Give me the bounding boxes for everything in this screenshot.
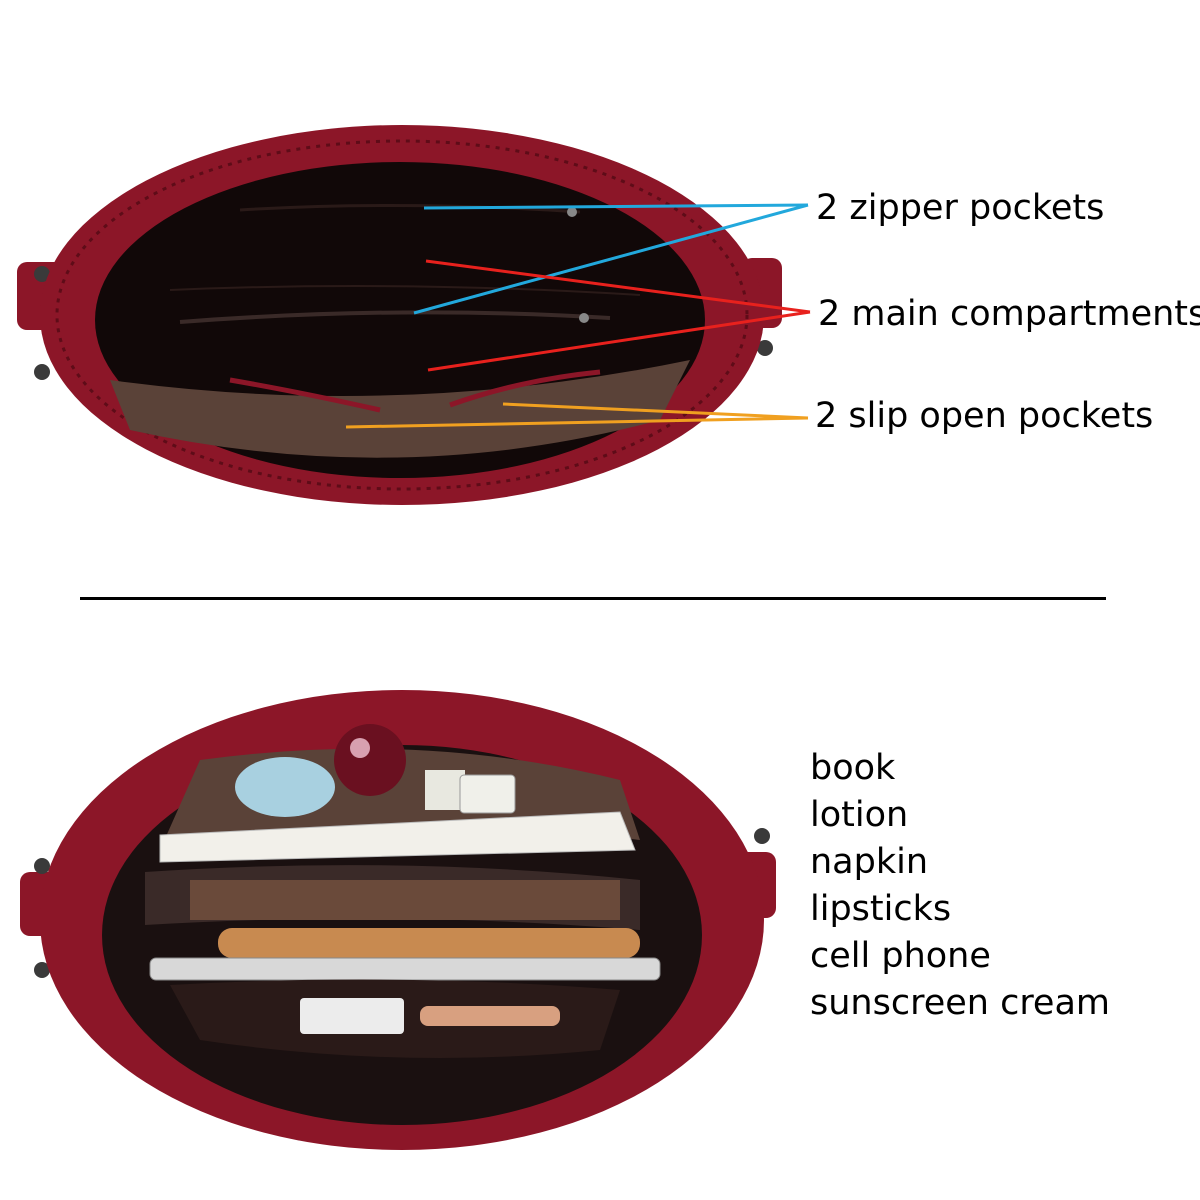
napkin-roll-item <box>218 928 640 958</box>
compartment-divider <box>169 285 641 296</box>
callout-line-zipper-1 <box>423 203 809 210</box>
bag-top-view-filled-illustration <box>20 690 776 1150</box>
zipper-line-upper <box>239 203 581 214</box>
lipstick-item <box>334 724 406 796</box>
bag-stitching <box>55 139 749 491</box>
lotion-item <box>235 757 335 817</box>
contents-item-sunscreen-cream: sunscreen cream <box>810 983 1111 1023</box>
contents-item-lipsticks: lipsticks <box>810 889 952 929</box>
zipper-pull-lower <box>579 313 589 323</box>
right-strap-ring <box>754 828 770 844</box>
lipstick-tube-item <box>420 1006 560 1026</box>
callout-line-slip-2 <box>502 402 809 420</box>
tissue-pack-item <box>300 998 404 1034</box>
callout-line-main-1 <box>425 259 811 314</box>
slip-pocket-edge-left <box>229 377 381 413</box>
slip-pocket-lining <box>110 360 690 458</box>
callout-line-zipper-2 <box>413 203 809 315</box>
book-item <box>159 811 636 863</box>
callout-line-slip-1 <box>345 416 809 429</box>
contents-item-cell-phone: cell phone <box>810 936 991 976</box>
contents-item-lotion: lotion <box>810 795 909 835</box>
left-strap-ring-lower <box>34 364 50 380</box>
slip-pocket-edge-right <box>449 369 601 408</box>
contents-item-book: book <box>810 748 896 788</box>
bag-contents-list: book lotion napkin lipsticks cell phone … <box>810 748 1110 1030</box>
zipper-pull-upper <box>567 207 577 217</box>
napkin-item <box>190 880 620 920</box>
bag-top-view-empty-illustration <box>17 125 811 505</box>
sunscreen-cap <box>425 770 465 810</box>
callout-line-main-2 <box>427 310 811 372</box>
left-strap-ring-lower <box>34 962 50 978</box>
bag-interior-filled-panel: book lotion napkin lipsticks cell phone … <box>0 640 1200 1200</box>
left-strap-ring <box>34 266 50 282</box>
zipper-line-lower <box>179 310 611 324</box>
cell-phone-item <box>149 957 661 981</box>
callout-slip-open-pockets: 2 slip open pockets <box>815 396 1154 436</box>
lipstick-highlight <box>350 738 370 758</box>
left-strap-ring <box>34 858 50 874</box>
sunscreen-bottle <box>459 774 516 814</box>
section-divider <box>80 597 1106 600</box>
bag-interior-empty-panel: 2 zipper pockets 2 main compartments 2 s… <box>0 0 1200 560</box>
contents-item-napkin: napkin <box>810 842 929 882</box>
right-strap-ring <box>757 340 773 356</box>
callout-main-compartments: 2 main compartments <box>818 294 1200 334</box>
callout-zipper-pockets: 2 zipper pockets <box>816 188 1105 228</box>
